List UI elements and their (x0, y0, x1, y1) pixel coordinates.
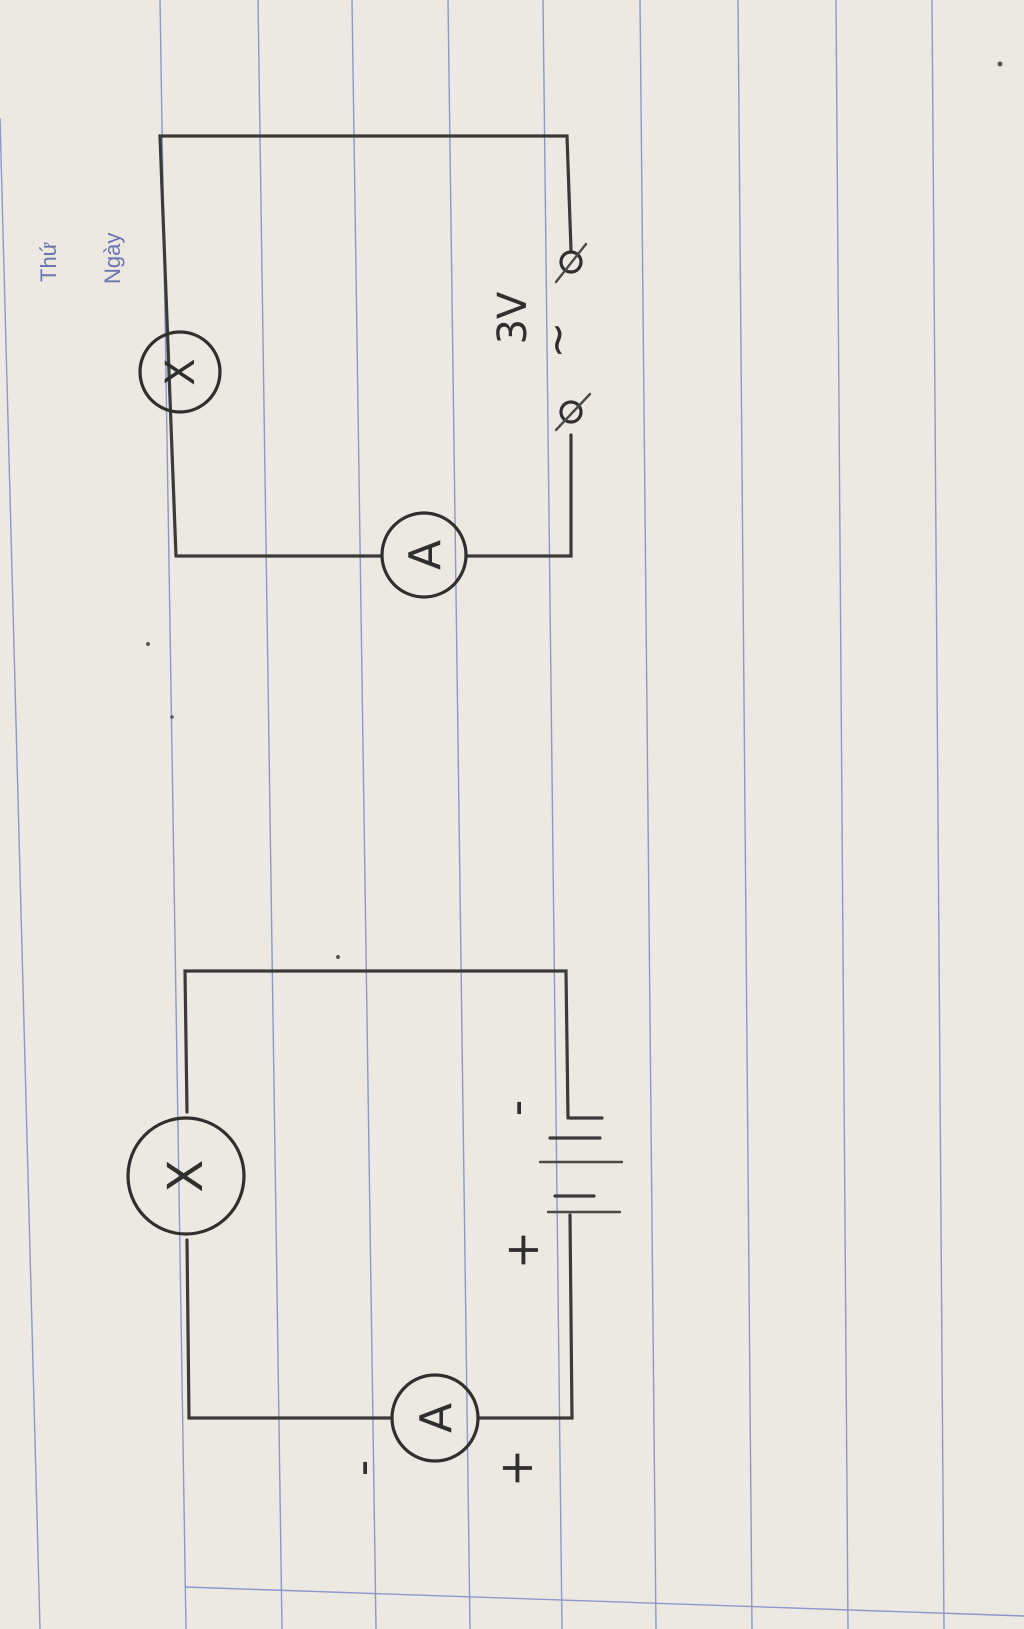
circuit-1-battery: + - (489, 1100, 624, 1270)
circuit-2-lamp-symbol: X (158, 358, 204, 385)
circuit-1-lamp: X (126, 1116, 246, 1236)
battery-plus-label: + (495, 1231, 549, 1270)
source-voltage-label: 3V (490, 291, 536, 344)
circuit-2-wire-right (464, 433, 573, 558)
ammeter-minus-label: - (335, 1460, 389, 1477)
margin-lines (0, 117, 1024, 1629)
ruled-lines (159, 0, 945, 1629)
source-ac-symbol: ~ (532, 322, 583, 359)
circuit-2-source: ~ 3V (490, 242, 592, 432)
circuit-2-wire (158, 134, 573, 558)
header-date-label: Ngày (100, 233, 125, 284)
circuit-2-ammeter-symbol: A (400, 540, 451, 570)
source-terminal-bottom (559, 400, 583, 424)
circuit-1-wire-outer (183, 969, 570, 1120)
circuit-1-wire-lamp-bottom (185, 1238, 394, 1420)
circuit-1-wire-battery-bottom (476, 1213, 574, 1420)
header-day-label: Thứ (36, 241, 61, 282)
pencil-specks (146, 61, 1003, 959)
circuit-1-ammeter-symbol: A (411, 1403, 462, 1433)
circuit-1-lamp-symbol: X (158, 1160, 214, 1193)
circuit-2-lamp: X (138, 330, 222, 414)
ammeter-plus-label: + (489, 1449, 543, 1488)
circuit-2: X A ~ 3V (138, 134, 592, 599)
circuit-1-ammeter: A - + (335, 1373, 543, 1488)
source-terminal-top (559, 250, 583, 274)
circuit-1: X + - A - + (126, 969, 624, 1488)
circuit-2-ammeter: A (380, 511, 468, 599)
battery-minus-label: - (489, 1100, 543, 1117)
